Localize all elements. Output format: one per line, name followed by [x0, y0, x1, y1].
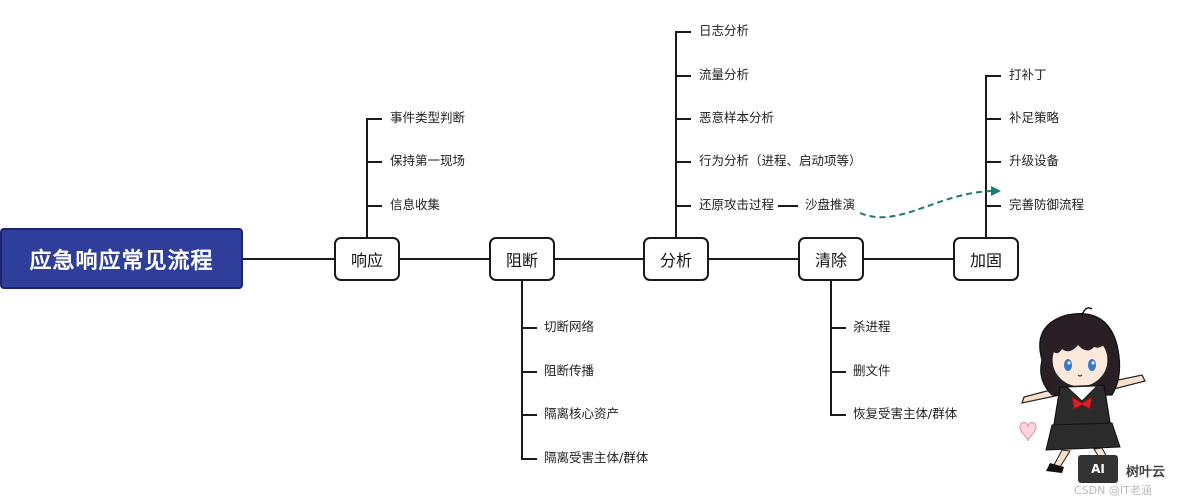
harden-tick: [985, 118, 1001, 120]
response-item: 保持第一现场: [390, 153, 466, 168]
analysis-branch-line: [675, 31, 677, 237]
block-tick: [521, 327, 537, 329]
response-tick: [366, 161, 382, 163]
watermark-sub: CSDN @IT老涵: [1074, 484, 1152, 497]
harden-item: 完善防御流程: [1009, 197, 1085, 212]
clear-branch-line: [830, 281, 832, 415]
analysis-item: 行为分析（进程、启动项等）: [699, 153, 862, 168]
watermark-brand: 树叶云: [1126, 465, 1166, 480]
stage-response: 响应: [334, 237, 400, 281]
block-item: 隔离核心资产: [544, 406, 620, 421]
response-tick: [366, 205, 382, 207]
analysis-tick: [675, 161, 691, 163]
harden-tick: [985, 75, 1001, 77]
block-tick: [521, 458, 537, 460]
watermark-logo: AI: [1078, 455, 1118, 483]
clear-tick: [830, 327, 846, 329]
response-item: 信息收集: [390, 197, 441, 212]
analysis-tick: [675, 118, 691, 120]
root-node: 应急响应常见流程: [0, 228, 243, 289]
clear-tick: [830, 371, 846, 373]
stage-analysis: 分析: [643, 237, 709, 281]
stage-block: 阻断: [489, 237, 555, 281]
block-tick: [521, 414, 537, 416]
harden-item: 补足策略: [1009, 110, 1060, 125]
block-branch-line: [521, 281, 523, 458]
analysis-tick: [675, 31, 691, 33]
block-tick: [521, 371, 537, 373]
clear-item: 删文件: [853, 363, 891, 378]
harden-tick: [985, 205, 1001, 207]
harden-branch-line: [985, 75, 987, 237]
response-item: 事件类型判断: [390, 110, 466, 125]
clear-item: 杀进程: [853, 319, 891, 334]
stage-harden: 加固: [953, 237, 1019, 281]
clear-tick: [830, 414, 846, 416]
main-connector: [243, 258, 955, 260]
dashed-arrow-path: [859, 189, 999, 219]
heart-icon: [1019, 422, 1037, 442]
response-tick: [366, 118, 382, 120]
mascot-illustration: [1019, 307, 1146, 473]
block-item: 阻断传播: [544, 363, 595, 378]
analysis-item: 日志分析: [699, 23, 750, 38]
block-item: 切断网络: [544, 319, 595, 334]
arrowhead-icon: [991, 186, 1001, 196]
harden-tick: [985, 161, 1001, 163]
analysis-sub-connector: [778, 205, 798, 207]
clear-item: 恢复受害主体/群体: [853, 406, 958, 421]
stage-clear: 清除: [798, 237, 864, 281]
analysis-tick: [675, 75, 691, 77]
analysis-item: 流量分析: [699, 67, 750, 82]
analysis-tick: [675, 205, 691, 207]
analysis-item: 恶意样本分析: [699, 110, 775, 125]
analysis-item: 还原攻击过程: [699, 197, 775, 212]
harden-item: 升级设备: [1009, 153, 1060, 168]
response-branch-line: [366, 118, 368, 237]
analysis-sub-item: 沙盘推演: [805, 197, 856, 212]
block-item: 隔离受害主体/群体: [544, 450, 649, 465]
harden-item: 打补丁: [1009, 67, 1047, 82]
